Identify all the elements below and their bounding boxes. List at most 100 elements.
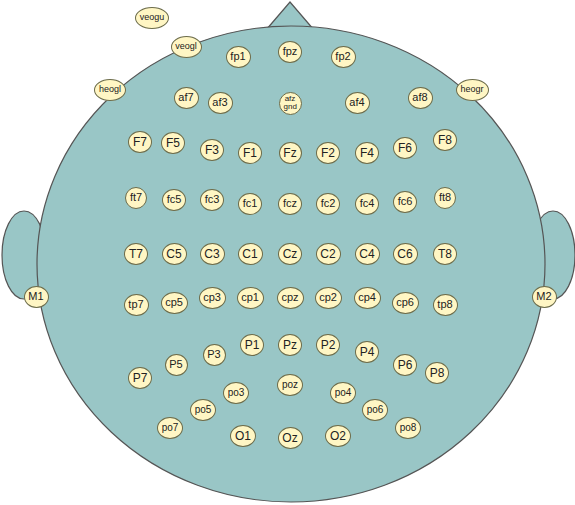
electrode-label: M1 — [28, 291, 43, 303]
electrode-label: P7 — [133, 372, 148, 385]
electrode: tp7 — [124, 294, 149, 316]
electrode: po4 — [330, 382, 356, 404]
electrode-label: poz — [282, 380, 298, 391]
electrode-label: C6 — [397, 248, 412, 261]
electrode: fpz — [278, 41, 302, 63]
electrode-label: af3 — [212, 97, 227, 109]
electrode: T8 — [433, 243, 457, 265]
electrode: T7 — [124, 243, 148, 265]
electrode-label: P2 — [321, 339, 336, 352]
electrode-label: P5 — [169, 359, 182, 371]
electrode-label: P3 — [207, 349, 220, 361]
electrode: po3 — [223, 382, 249, 404]
electrode: heogr — [456, 79, 489, 101]
electrode-label: O2 — [330, 430, 346, 443]
electrode-label: F6 — [398, 142, 412, 155]
electrode: fp1 — [226, 46, 251, 68]
electrode-label: fp2 — [335, 51, 350, 63]
electrode: po5 — [190, 399, 216, 421]
electrode: F1 — [238, 142, 262, 164]
electrode: fc2 — [316, 193, 340, 215]
electrode-label: F2 — [321, 147, 335, 160]
electrode-label: po4 — [335, 388, 352, 399]
electrode-label: T8 — [438, 248, 452, 261]
electrode-label: cp4 — [358, 292, 376, 304]
electrode: Pz — [278, 334, 302, 356]
electrode-label: cp3 — [203, 292, 221, 304]
electrode: C1 — [238, 243, 263, 265]
electrode-label: Pz — [283, 339, 297, 352]
electrode: heogl — [94, 79, 126, 101]
electrode: cp4 — [354, 287, 381, 309]
electrode: F5 — [161, 132, 185, 154]
electrode: ft8 — [434, 187, 456, 209]
electrode-label: po8 — [400, 423, 417, 434]
electrode-label: fp1 — [230, 51, 245, 63]
electrode-label: fc5 — [167, 194, 182, 206]
electrode: F7 — [128, 131, 152, 153]
electrode: Oz — [278, 427, 303, 449]
electrode: afz gnd — [279, 92, 302, 115]
electrode: O1 — [230, 425, 256, 447]
electrode-label: P4 — [360, 346, 375, 359]
electrode-label: cp2 — [319, 292, 337, 304]
electrode-label: C4 — [359, 248, 374, 261]
electrode-label: tp8 — [437, 299, 452, 311]
electrode-label: fc6 — [398, 196, 413, 208]
electrode: cp2 — [315, 287, 342, 309]
electrode-label: po5 — [195, 405, 212, 416]
electrode-label: F5 — [166, 137, 180, 150]
electrode: P5 — [165, 354, 188, 376]
electrode: O2 — [325, 425, 351, 447]
electrode-label: heogr — [460, 85, 483, 94]
electrode-label: P8 — [430, 367, 445, 380]
electrode: P6 — [393, 354, 417, 376]
electrode-label: C5 — [166, 248, 181, 261]
electrode-label: veogl — [175, 42, 197, 51]
electrode: fc3 — [200, 189, 224, 211]
electrode-label: P6 — [398, 359, 413, 372]
electrode: Cz — [278, 243, 302, 265]
electrode: P2 — [316, 334, 340, 356]
electrode: af8 — [408, 87, 433, 109]
electrode-label: po3 — [228, 388, 245, 399]
electrode-label: Oz — [282, 432, 297, 445]
electrode: cp3 — [199, 287, 226, 309]
electrode-label: Fz — [283, 147, 296, 160]
electrode-label: C3 — [204, 248, 219, 261]
electrode: Fz — [279, 142, 302, 164]
electrode-label: fc1 — [243, 198, 258, 210]
electrode-label: af7 — [178, 92, 193, 104]
electrode-label: O1 — [235, 430, 251, 443]
electrode: fp2 — [331, 46, 356, 68]
electrode: M1 — [24, 286, 49, 308]
electrode: af3 — [208, 92, 233, 114]
electrode-label: ft8 — [439, 192, 451, 204]
electrode: tp8 — [433, 294, 458, 316]
electrode: cp6 — [392, 292, 419, 314]
electrode: fc4 — [355, 193, 379, 215]
electrode: M2 — [532, 286, 557, 308]
scalp — [37, 26, 545, 502]
electrode: F8 — [433, 129, 457, 151]
electrode-label: fc4 — [360, 198, 375, 210]
electrode: P3 — [203, 344, 226, 366]
electrode-label: cp5 — [165, 297, 183, 309]
electrode: veogu — [135, 7, 169, 29]
electrode: F4 — [355, 142, 379, 164]
electrode: ft7 — [125, 187, 147, 209]
electrode: cpz — [277, 287, 304, 309]
electrode-label: P1 — [245, 339, 260, 352]
electrode: po7 — [157, 417, 183, 439]
electrode: fcz — [278, 193, 302, 215]
electrode-label: fcz — [283, 198, 297, 210]
electrode-label: af8 — [412, 92, 427, 104]
electrode-label: fc2 — [321, 198, 336, 210]
electrode-label: fc3 — [205, 194, 220, 206]
electrode: po8 — [395, 417, 421, 439]
electrode-label: Cz — [283, 248, 298, 261]
electrode-label: cp1 — [241, 292, 259, 304]
electrode-label: af4 — [349, 97, 364, 109]
electrode: F2 — [316, 142, 340, 164]
